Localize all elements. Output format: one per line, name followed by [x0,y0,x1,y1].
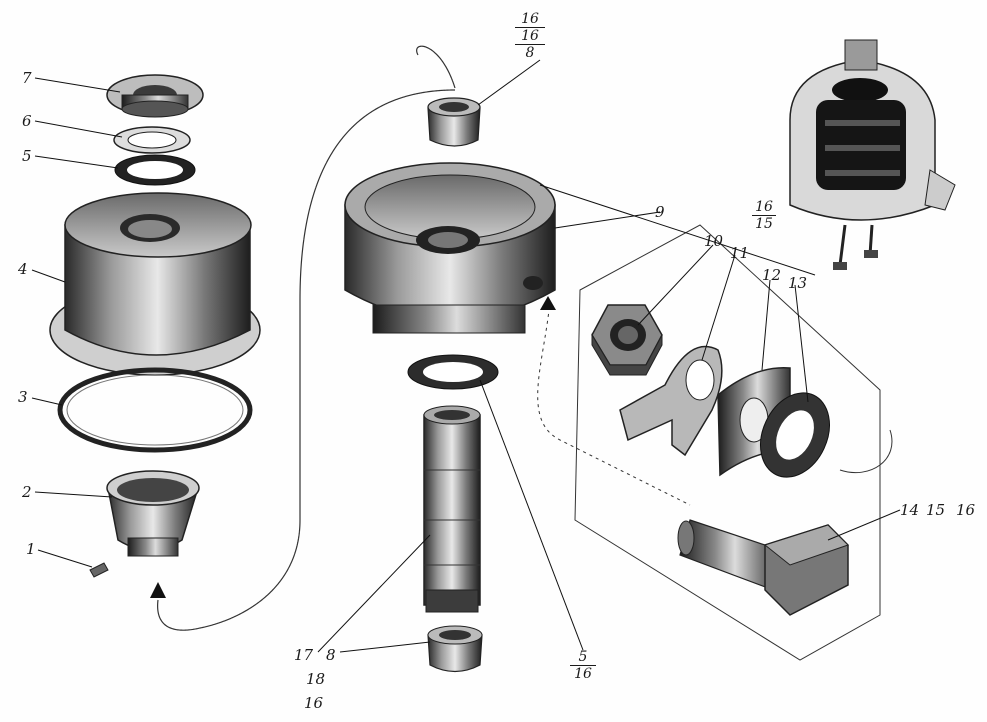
assembly-path-left [157,45,456,631]
label-8-top: 8 [525,45,535,61]
label-16-bottom: 16 [304,694,324,712]
label-12: 12 [762,266,782,284]
label-14-15: 15 [926,501,946,519]
part-14-bolt [677,519,849,616]
label-14: 14 [900,501,920,519]
part-17-spindle [423,405,481,613]
label-4: 4 [18,260,28,278]
label-5-middle: 5 [578,649,588,665]
group-outline [574,224,881,661]
label-16b: 16 [521,28,539,44]
assembled-unit [789,39,956,270]
assembly-path-right [537,299,691,506]
label-7: 7 [22,69,32,87]
part-11-tab-washer [619,345,723,457]
part-7-slotted-nut [106,74,204,118]
label-15-right: 15 [755,216,773,232]
label-18: 18 [306,670,326,688]
part-2-cup [106,470,200,557]
part-4-housing [49,192,261,376]
part-8-bushing-top [427,97,481,147]
label-stack-16-15-right: 16 15 [752,200,776,231]
part-5-washer-left [114,154,196,186]
label-9: 9 [655,203,665,221]
label-1: 1 [26,540,36,558]
part-10-hex-nut [591,304,663,376]
part-3-gasket-ring [57,367,253,453]
part-8-bushing-bottom [427,625,483,673]
label-13: 13 [788,274,808,292]
label-6: 6 [22,112,32,130]
label-10: 10 [704,232,724,250]
part-1-pin [89,562,109,578]
part-13-washer [760,392,830,478]
label-3: 3 [18,388,28,406]
part-6-lock-washer [113,126,191,154]
leader-lines [31,59,901,653]
label-16a: 16 [521,11,539,27]
label-14-16: 16 [956,501,976,519]
part-9-bracket [344,162,556,334]
label-17: 17 [294,646,314,664]
label-16-middle: 16 [574,666,592,682]
label-stack-16-16-8: 16 16 8 [515,12,545,60]
arrow-head-left [150,582,166,598]
arrow-head-right [540,296,556,310]
label-2: 2 [22,483,32,501]
part-5-washer-middle [407,354,499,390]
label-16-right: 16 [755,199,773,215]
label-11: 11 [730,244,750,262]
label-5: 5 [22,147,32,165]
label-8-bottom: 8 [326,646,336,664]
label-stack-5-16: 5 16 [570,650,596,681]
